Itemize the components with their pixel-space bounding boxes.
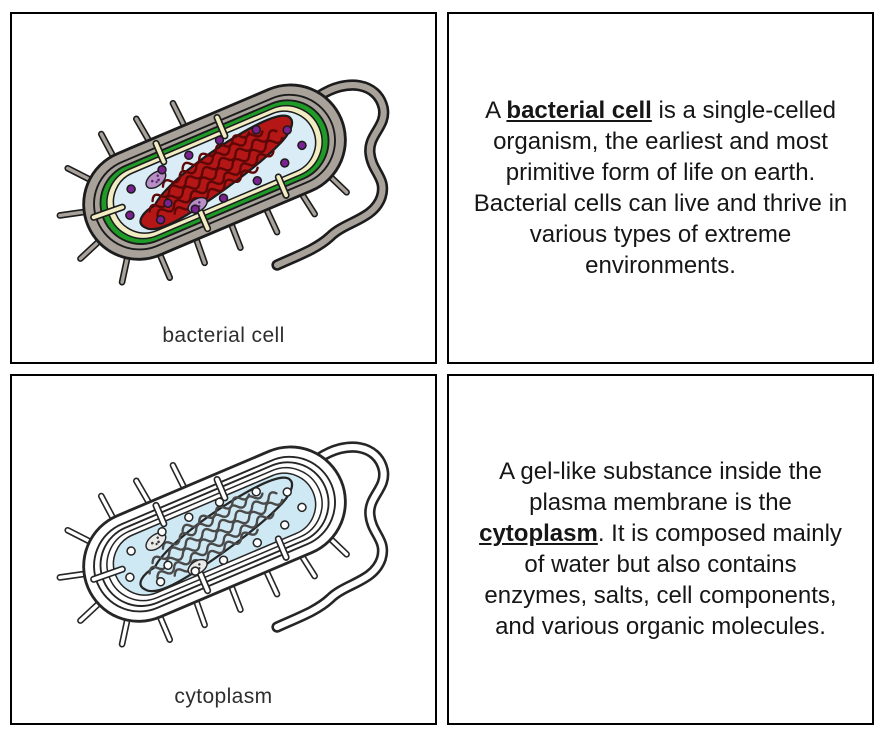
bacterial-cell-outline-diagram (25, 390, 423, 684)
card-cytoplasm-text: A gel-like substance inside the plasma m… (447, 373, 874, 725)
card-cytoplasm-figure: cytoplasm (10, 373, 437, 725)
description-after: . It is composed mainly of water but als… (484, 520, 842, 641)
term-cytoplasm: cytoplasm (479, 520, 598, 548)
figure-label-bacterial-cell: bacterial cell (162, 323, 285, 347)
description-after: is a single-celled organism, the earlies… (473, 96, 848, 279)
bacterial-cell-diagram (25, 28, 423, 322)
bacterial-cell-description: A bacterial cell is a single-celled orga… (472, 95, 850, 281)
cytoplasm-description: A gel-like substance inside the plasma m… (472, 456, 850, 642)
description-before: A gel-like substance inside the plasma m… (499, 458, 822, 517)
card-bacterial-cell-text: A bacterial cell is a single-celled orga… (447, 12, 874, 364)
term-bacterial-cell: bacterial cell (506, 96, 652, 124)
description-before: A (485, 96, 507, 124)
figure-label-cytoplasm: cytoplasm (174, 685, 273, 708)
card-bacterial-cell-figure: bacterial cell (10, 12, 437, 364)
